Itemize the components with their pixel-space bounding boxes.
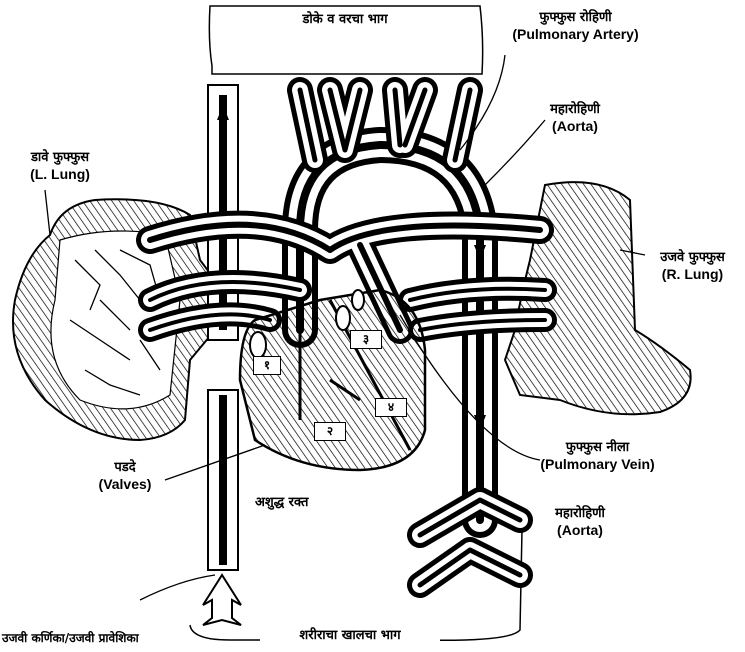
valves-label-mr: पडदे bbox=[85, 460, 165, 476]
descending-aorta-branches bbox=[420, 500, 520, 585]
pulmonary-vein-label-mr: फुफ्फुस नीला bbox=[525, 440, 670, 456]
pulmonary-artery-label-mr: फुफ्फुस रोहिणी bbox=[488, 10, 663, 26]
chamber-2-tag: २ bbox=[314, 422, 346, 441]
pulmonary-vein-label: फुफ्फुस नीला (Pulmonary Vein) bbox=[525, 440, 670, 474]
pulmonary-artery-label: फुफ्फुस रोहिणी (Pulmonary Artery) bbox=[488, 10, 663, 44]
aorta-bottom-label-mr: महारोहिणी bbox=[535, 506, 625, 522]
right-lung-label-en: (R. Lung) bbox=[645, 266, 740, 284]
aorta-top-label-en: (Aorta) bbox=[530, 118, 620, 136]
aorta-bottom-label: महारोहिणी (Aorta) bbox=[535, 506, 625, 540]
left-lung-label: डावे फुफ्फुस (L. Lung) bbox=[5, 150, 115, 184]
left-lung-label-mr: डावे फुफ्फुस bbox=[5, 150, 115, 166]
chamber-4-tag: ४ bbox=[375, 398, 407, 417]
aorta-top-label: महारोहिणी (Aorta) bbox=[530, 102, 620, 136]
valves-label: पडदे (Valves) bbox=[85, 460, 165, 494]
aorta-top-label-mr: महारोहिणी bbox=[530, 102, 620, 118]
right-lung-label: उजवे फुफ्फुस (R. Lung) bbox=[645, 250, 740, 284]
left-lung-label-en: (L. Lung) bbox=[5, 166, 115, 184]
valves-label-en: (Valves) bbox=[85, 476, 165, 494]
right-lung-label-mr: उजवे फुफ्फुस bbox=[645, 250, 740, 266]
vena-cava-tube bbox=[208, 85, 238, 570]
pulmonary-artery-label-en: (Pulmonary Artery) bbox=[488, 26, 663, 44]
chamber-3-tag: ३ bbox=[350, 330, 382, 349]
aorta-bottom-label-en: (Aorta) bbox=[535, 522, 625, 540]
bottom-region-label: शरीराचा खालचा भाग bbox=[260, 628, 440, 644]
right-atrium-label: उजवी कर्णिका/उजवी प्रावेशिका bbox=[2, 631, 139, 646]
impure-blood-label: अशुद्ध रक्त bbox=[255, 495, 308, 511]
pulmonary-vein-label-en: (Pulmonary Vein) bbox=[525, 456, 670, 474]
vena-cava-arrow-icon bbox=[203, 575, 241, 625]
chamber-1-tag: १ bbox=[253, 356, 281, 375]
top-region-label: डोके व वरचा भाग bbox=[215, 12, 475, 28]
